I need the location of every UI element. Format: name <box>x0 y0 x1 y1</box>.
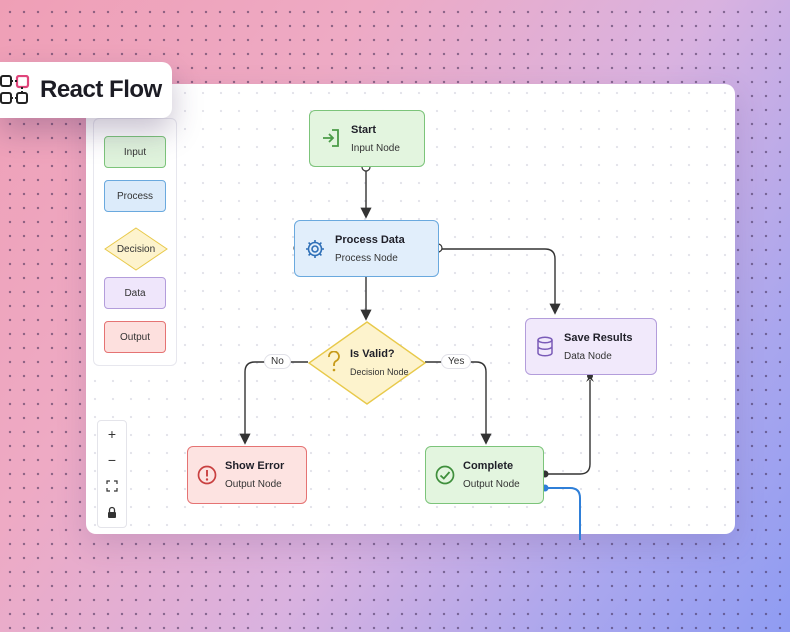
node-palette: Input Process Decision Data Output <box>93 118 177 366</box>
edge-complete-selected <box>546 487 581 540</box>
node-title: Complete <box>463 460 514 472</box>
node-save-results[interactable]: Save Results Data Node <box>525 318 657 375</box>
palette-item-process[interactable]: Process <box>104 180 166 212</box>
node-title: Save Results <box>564 332 633 344</box>
zoom-in-button[interactable]: + <box>98 421 126 447</box>
palette-label: Output <box>119 331 151 343</box>
lock-button[interactable] <box>98 499 126 525</box>
fit-view-button[interactable] <box>98 473 126 499</box>
edge-label-no: No <box>264 354 291 369</box>
palette-label: Decision <box>116 243 156 255</box>
palette-item-data[interactable]: Data <box>104 277 166 309</box>
palette-label: Data <box>124 287 146 299</box>
alert-icon <box>197 465 217 485</box>
canvas-controls: + − <box>97 420 127 528</box>
lock-icon <box>108 506 116 518</box>
node-complete[interactable]: Complete Output Node <box>425 446 544 504</box>
node-title: Start <box>351 124 377 136</box>
database-icon <box>537 336 553 357</box>
palette-label: Process <box>116 190 154 202</box>
edge-process-save <box>438 248 561 315</box>
node-subtitle: Output Node <box>225 479 282 490</box>
edge-decision-complete <box>425 361 492 445</box>
node-title: Is Valid? <box>350 348 395 360</box>
node-subtitle: Process Node <box>335 253 398 264</box>
diamond-shape <box>307 321 427 405</box>
node-subtitle: Input Node <box>351 143 400 154</box>
node-title: Show Error <box>225 460 285 472</box>
question-icon <box>328 351 340 372</box>
fit-view-icon <box>106 480 118 492</box>
react-flow-logo: React Flow <box>0 62 172 118</box>
zoom-out-button[interactable]: − <box>98 447 126 473</box>
zoom-out-icon: − <box>107 452 117 468</box>
node-subtitle: Output Node <box>463 479 520 490</box>
gear-icon <box>306 240 324 258</box>
brand-name: React Flow <box>40 76 162 103</box>
edge-label-yes: Yes <box>441 354 472 369</box>
edge-complete-save <box>546 380 591 475</box>
node-subtitle: Decision Node <box>350 367 409 377</box>
check-icon <box>435 465 455 485</box>
node-show-error[interactable]: Show Error Output Node <box>187 446 307 504</box>
zoom-in-icon: + <box>107 426 117 442</box>
diamond-shape <box>104 227 168 271</box>
node-subtitle: Data Node <box>564 351 612 362</box>
node-start[interactable]: Start Input Node <box>309 110 425 167</box>
logo-icon <box>0 75 30 104</box>
node-title: Process Data <box>335 234 405 246</box>
node-process[interactable]: Process Data Process Node <box>294 220 439 277</box>
enter-icon <box>323 129 339 147</box>
palette-item-input[interactable]: Input <box>104 136 166 168</box>
palette-item-output[interactable]: Output <box>104 321 166 353</box>
node-decision[interactable]: Is Valid? Decision Node <box>307 321 427 405</box>
palette-item-decision[interactable]: Decision <box>104 227 168 271</box>
palette-label: Input <box>123 146 147 158</box>
edge-decision-error <box>239 361 308 445</box>
